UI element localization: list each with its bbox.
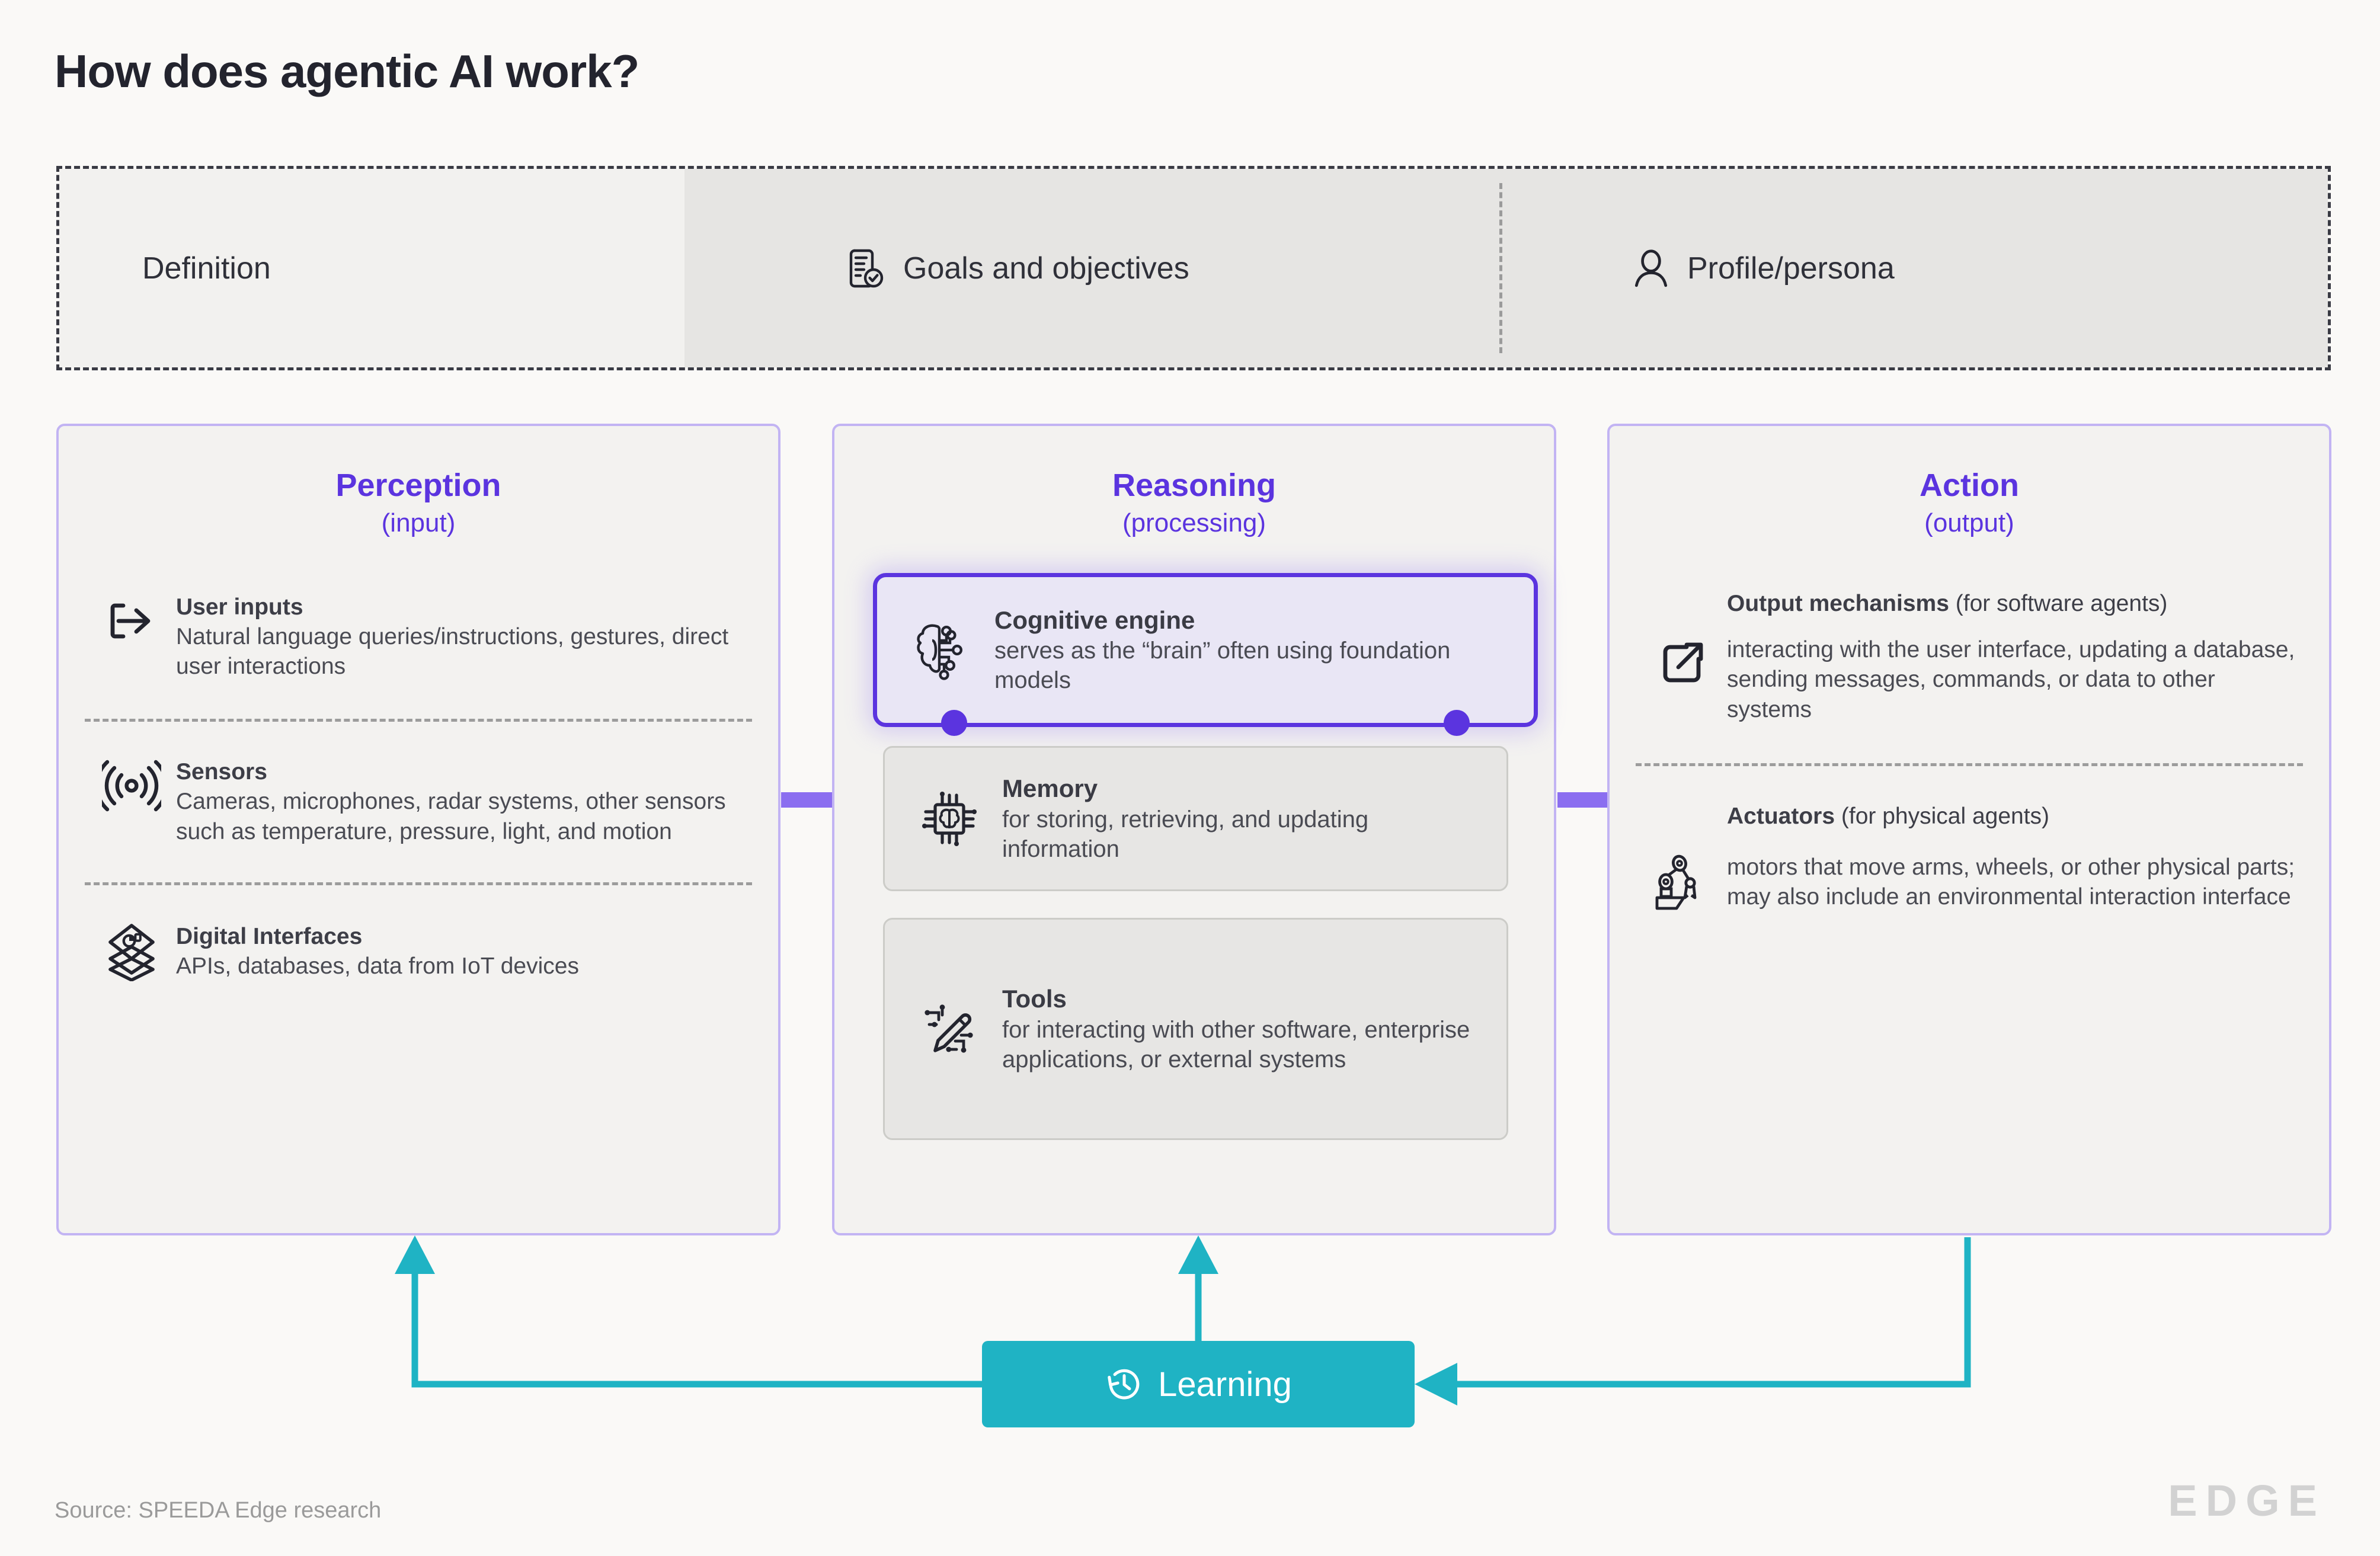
signal-waves-icon	[87, 757, 176, 814]
column-card-action[interactable]: Action (output) Output mechanisms (for s…	[1607, 424, 2331, 1235]
history-clock-icon	[1105, 1365, 1144, 1404]
entry-heading: Digital Interfaces	[176, 924, 363, 950]
entry-heading-actuators: Actuators (for physical agents)	[1638, 802, 2302, 831]
source-note: Source: SPEEDA Edge research	[55, 1498, 382, 1523]
band-divider	[1499, 183, 1502, 353]
page-title: How does agentic AI work?	[55, 45, 639, 97]
entry-user-inputs[interactable]: User inputs Natural language queries/ins…	[59, 593, 778, 682]
entry-body: Natural language queries/instructions, g…	[176, 623, 729, 680]
sub-box-heading: Memory	[1002, 774, 1098, 803]
column-subtitle-reasoning: (processing)	[1122, 508, 1266, 537]
learning-label: Learning	[1158, 1365, 1292, 1404]
sub-box-memory[interactable]: Memory for storing, retrieving, and upda…	[883, 746, 1508, 891]
sub-box-tools[interactable]: Tools for interacting with other softwar…	[883, 918, 1508, 1140]
band-label-profile: Profile/persona	[1687, 251, 1895, 286]
connector-dot-left	[941, 710, 967, 736]
band-cell-goals[interactable]: Goals and objectives	[684, 169, 1499, 367]
band-label-definition: Definition	[142, 251, 271, 286]
divider	[85, 718, 752, 722]
entry-body: Cameras, microphones, radar systems, oth…	[176, 788, 726, 844]
entry-sensors[interactable]: Sensors Cameras, microphones, radar syst…	[59, 757, 778, 847]
entry-body: APIs, databases, data from IoT devices	[176, 953, 579, 979]
sub-box-cognitive-engine[interactable]: Cognitive engine serves as the “brain” o…	[873, 573, 1538, 736]
sub-box-body: for interacting with other software, ent…	[1002, 1016, 1470, 1072]
sub-box-body: serves as the “brain” often using founda…	[994, 638, 1451, 694]
entry-actuators[interactable]: motors that move arms, wheels, or other …	[1610, 853, 2329, 914]
external-link-icon	[1638, 635, 1727, 691]
header-band: Definition Goals and objectives	[56, 166, 2331, 370]
sub-box-body: for storing, retrieving, and updating in…	[1002, 806, 1369, 862]
user-icon	[1633, 248, 1669, 289]
column-subtitle-action: (output)	[1924, 508, 2014, 537]
band-label-goals: Goals and objectives	[903, 251, 1189, 286]
brain-circuit-icon	[897, 617, 986, 683]
entry-digital-interfaces[interactable]: Digital Interfaces APIs, databases, data…	[59, 922, 778, 982]
entry-body: interacting with the user interface, upd…	[1727, 636, 2295, 722]
column-title-perception: Perception	[335, 468, 501, 503]
band-cell-definition[interactable]: Definition	[59, 169, 684, 367]
column-card-reasoning[interactable]: Reasoning (processing)	[832, 424, 1556, 1235]
learning-button[interactable]: Learning	[982, 1341, 1415, 1427]
pencil-circuit-icon	[905, 998, 994, 1060]
heading-bold: Actuators	[1727, 803, 1835, 829]
divider	[85, 882, 752, 886]
entry-heading: Sensors	[176, 758, 267, 785]
column-title-action: Action	[1920, 468, 2019, 503]
edge-logo: EDGE	[2168, 1476, 2325, 1525]
column-card-perception[interactable]: Perception (input) User inputs Natural l…	[56, 424, 780, 1235]
sub-box-heading: Tools	[1002, 985, 1067, 1013]
document-check-icon	[847, 247, 885, 290]
heading-normal: (for software agents)	[1949, 590, 2168, 616]
heading-normal: (for physical agents)	[1835, 803, 2050, 829]
entry-heading-output-mechanisms: Output mechanisms (for software agents)	[1638, 589, 2302, 619]
column-subtitle-perception: (input)	[381, 508, 456, 537]
login-arrow-icon	[87, 593, 176, 649]
divider	[1636, 763, 2303, 766]
chip-brain-icon	[905, 788, 994, 850]
entry-output-mechanisms[interactable]: interacting with the user interface, upd…	[1610, 635, 2329, 725]
heading-bold: Output mechanisms	[1727, 590, 1949, 616]
entry-body: motors that move arms, wheels, or other …	[1727, 854, 2295, 910]
connector-dot-right	[1444, 710, 1470, 736]
entry-heading: User inputs	[176, 594, 303, 620]
band-cell-profile[interactable]: Profile/persona	[1499, 169, 2328, 367]
column-title-reasoning: Reasoning	[1112, 468, 1277, 503]
robot-arm-icon	[1638, 853, 1727, 914]
sub-box-heading: Cognitive engine	[994, 606, 1195, 634]
layers-stack-icon	[87, 922, 176, 982]
